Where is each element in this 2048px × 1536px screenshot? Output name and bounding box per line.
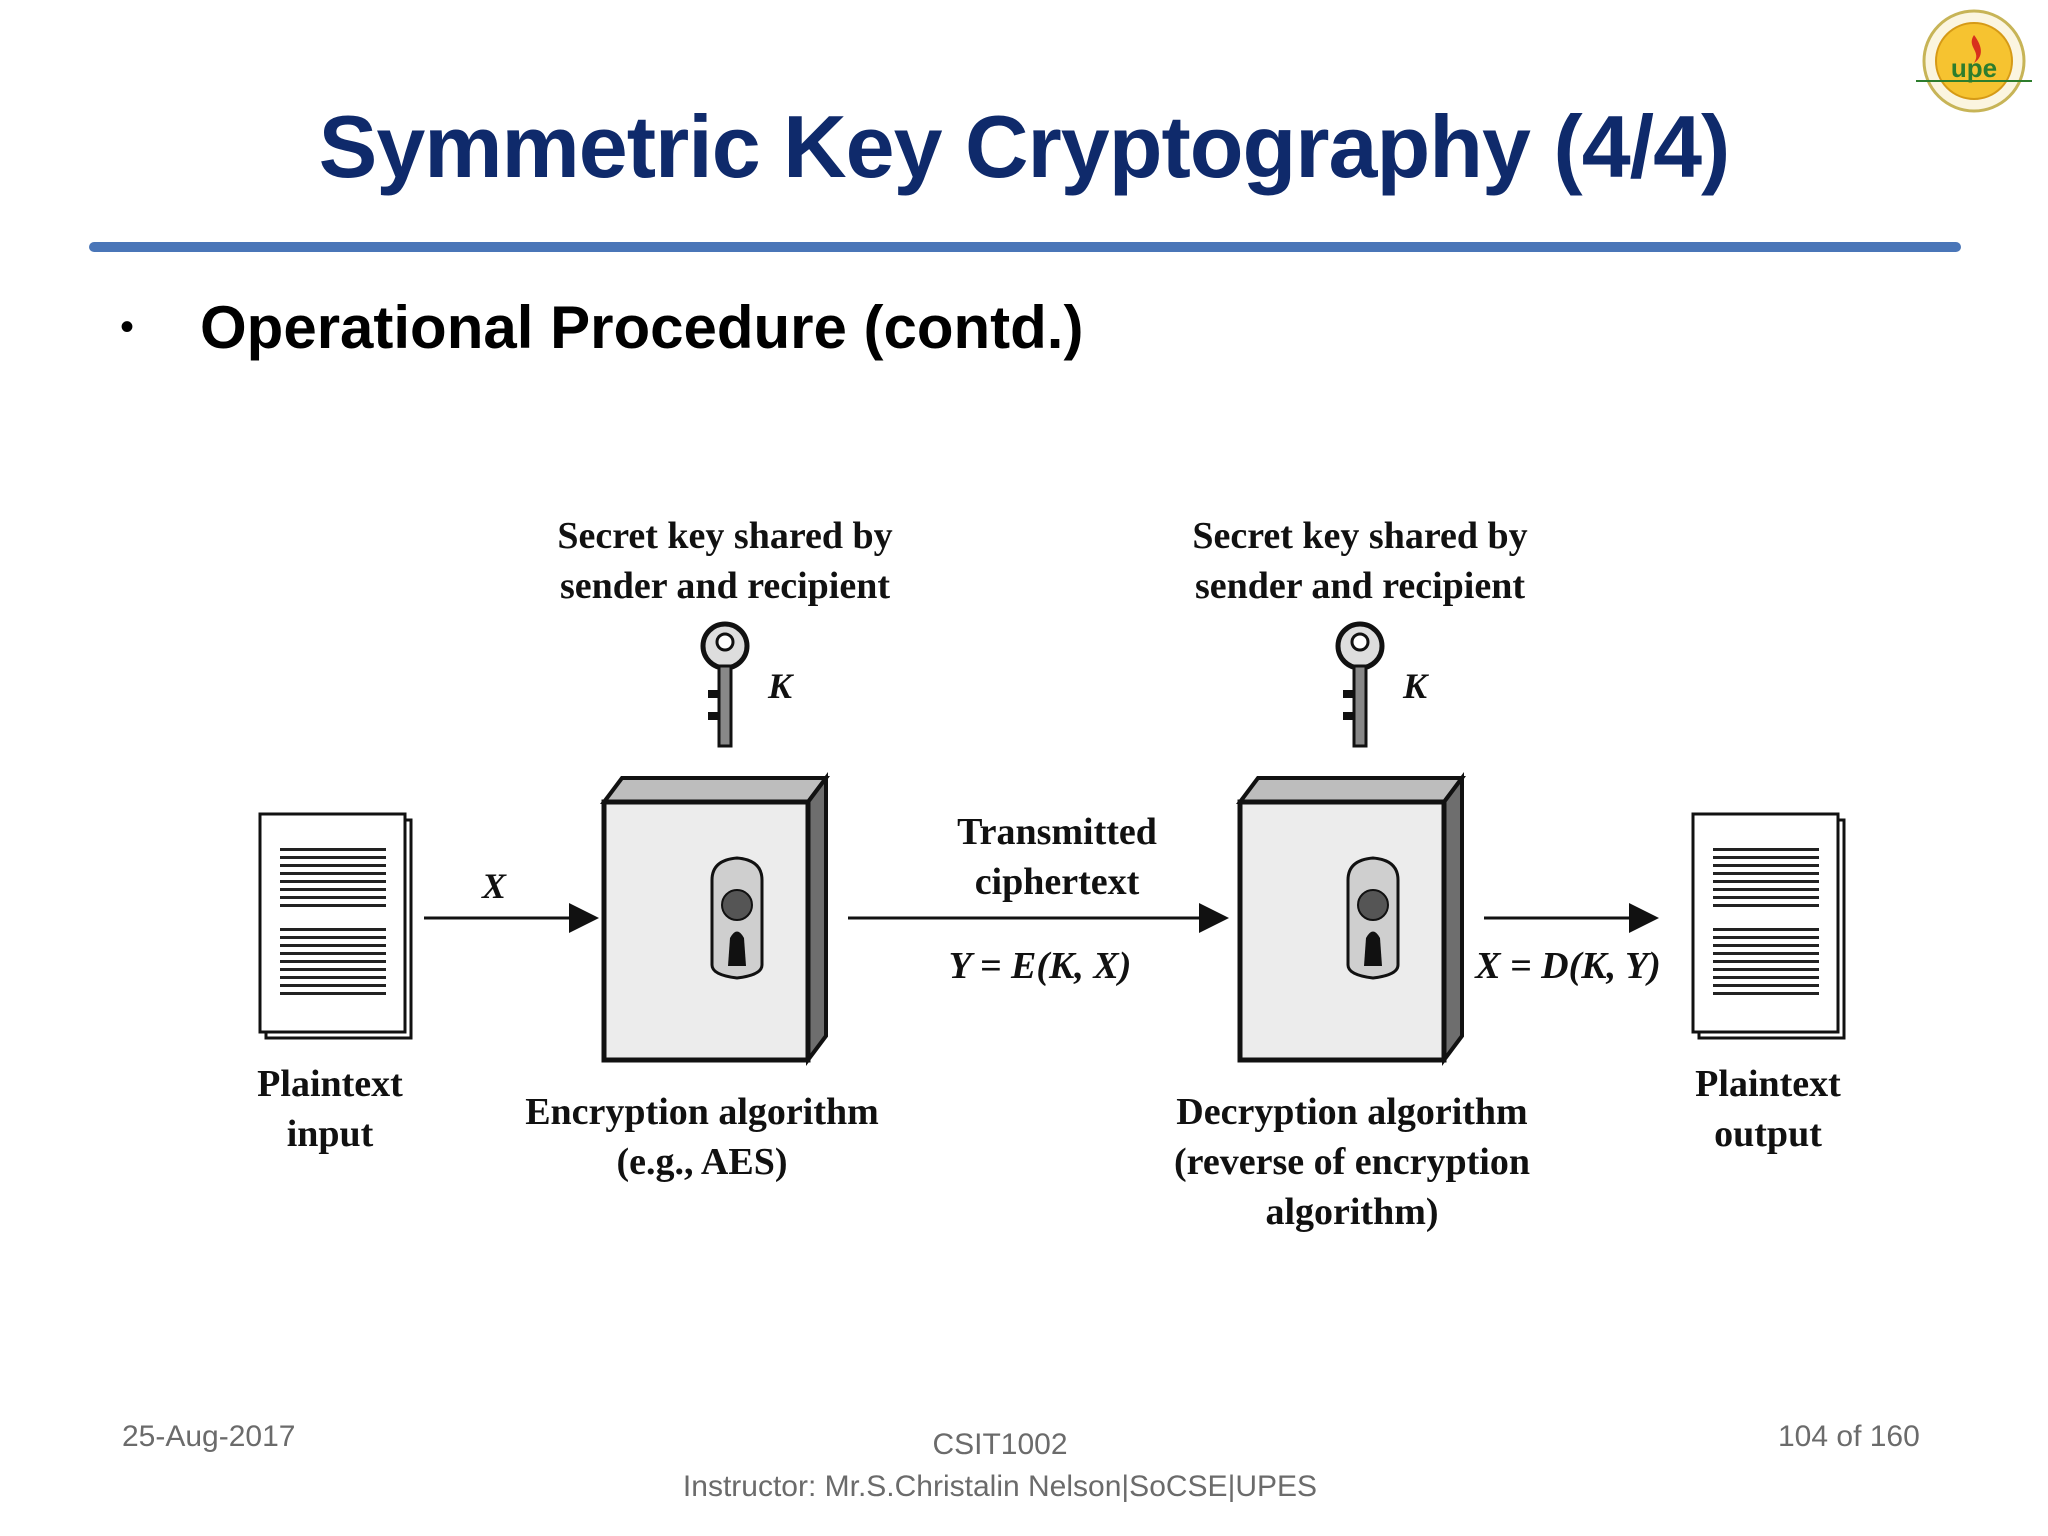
bullet-item: • Operational Procedure (contd.) (120, 282, 1083, 372)
title-divider (89, 242, 1961, 252)
plaintext-output-document-icon (1691, 812, 1846, 1040)
footer-page-number: 104 of 160 (1778, 1420, 1920, 1453)
plaintext-output-line1: Plaintext (1695, 1063, 1841, 1105)
x-label: X (481, 866, 507, 906)
slide-title: Symmetric Key Cryptography (4/4) (318, 97, 1731, 196)
decryption-formula: X = D(K, Y) (1474, 945, 1661, 987)
key-label-left-line2: sender and recipient (560, 565, 890, 607)
encryption-box (600, 772, 830, 1066)
footer-instructor: Instructor: Mr.S.Christalin Nelson|SoCSE… (682, 1470, 1318, 1503)
key-label-right-line2: sender and recipient (1195, 565, 1525, 607)
plaintext-input-line1: Plaintext (257, 1063, 403, 1105)
logo-letters: upe (1951, 53, 1997, 83)
transmitted-line2: ciphertext (975, 861, 1140, 903)
footer-center: CSIT1002 Instructor: Mr.S.Christalin Nel… (0, 1424, 2000, 1508)
decryption-label-line2: (reverse of encryption (1174, 1141, 1530, 1183)
key-icon (700, 621, 750, 748)
bullet-text: Operational Procedure (contd.) (200, 293, 1084, 361)
key-symbol-left: K (767, 666, 795, 706)
transmitted-line1: Transmitted (957, 811, 1157, 853)
key-symbol-right: K (1402, 666, 1430, 706)
footer-date: 25-Aug-2017 (122, 1420, 296, 1453)
encryption-label-line2: (e.g., AES) (617, 1141, 788, 1183)
bullet-dot: • (120, 304, 135, 349)
key-label-left-line1: Secret key shared by (557, 515, 892, 557)
ciphertext-formula: Y = E(K, X) (949, 945, 1132, 987)
plaintext-output-line2: output (1714, 1113, 1822, 1155)
lock-icon (710, 856, 764, 980)
university-logo: upe (1916, 9, 2032, 113)
key-label-right-line1: Secret key shared by (1192, 515, 1527, 557)
encryption-label-line1: Encryption algorithm (525, 1091, 879, 1133)
decryption-label-line1: Decryption algorithm (1176, 1091, 1527, 1133)
key-icon (1335, 621, 1385, 748)
plaintext-input-line2: input (287, 1113, 374, 1155)
footer-course: CSIT1002 (932, 1428, 1068, 1461)
plaintext-input-document-icon (258, 812, 413, 1040)
lock-icon (1346, 856, 1400, 980)
decryption-label-line3: algorithm) (1265, 1191, 1438, 1233)
decryption-box (1236, 772, 1466, 1066)
